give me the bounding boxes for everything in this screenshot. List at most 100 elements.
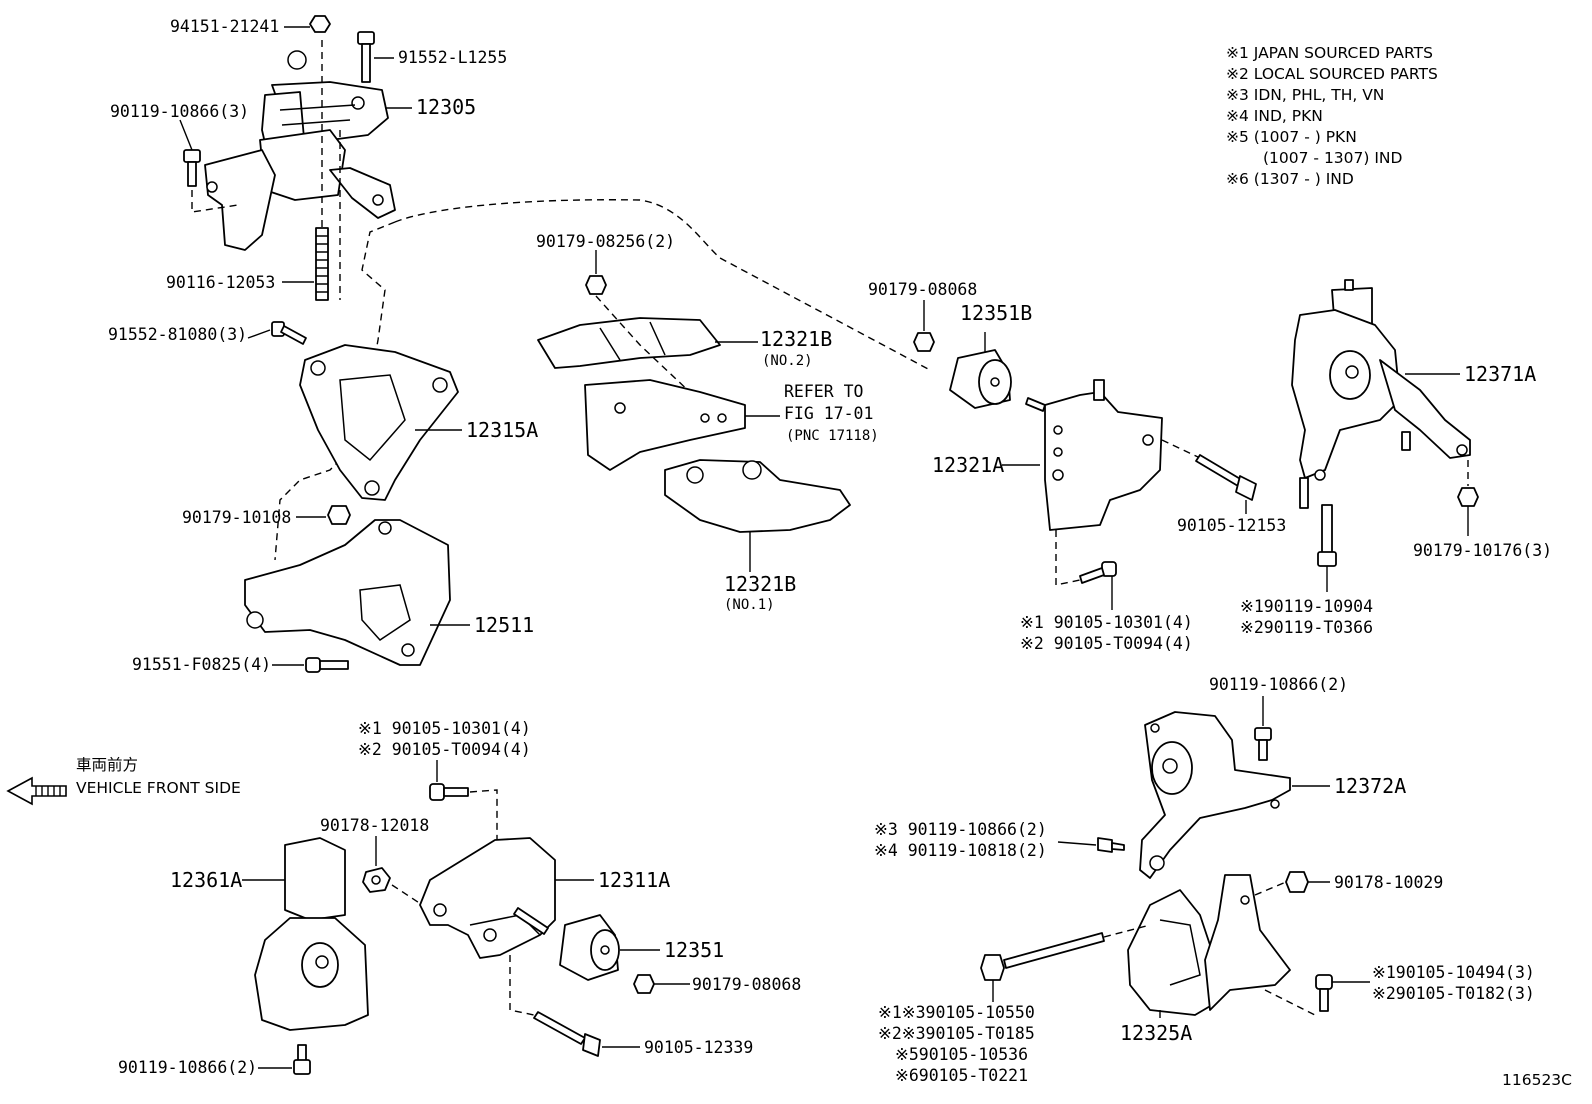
part-label: ※1 90105-10301(4) [358,719,531,738]
part-number: 12305 [416,95,476,119]
legend-line-5: ※5 (1007 - ) PKN [1226,128,1357,146]
route-dashed-line [394,199,931,371]
part-label: 90179-10108 [182,508,291,527]
bolt-90119-10818-icon [1097,837,1125,853]
dashed-guide [469,789,498,840]
nut-90179-08068-top-icon [913,332,935,352]
bracket-12311A [419,837,556,959]
part-label: ※4 90119-10818(2) [874,841,1047,860]
part-number: 12361A [170,868,242,892]
leader [247,329,271,339]
bolt-90105-10301-top-icon [1079,561,1117,584]
part-number: 12321B [724,572,796,596]
nut-90178-12018-icon [362,867,391,893]
bolt-90119-10866-icon [183,149,201,187]
bolt-90105-12339-icon [533,1011,601,1057]
dashed-guide [509,955,535,1016]
nut-90179-10176-icon [1457,487,1479,507]
refer-text-2: FIG 17-01 [784,404,873,423]
bolt-90119-10866-right-icon [1254,727,1272,761]
part-label: 90178-10029 [1334,873,1443,892]
part-sub-label: (NO.1) [724,597,775,613]
part-label: ※2 90105-T0094(4) [1020,634,1193,653]
vehicle-front-jp: 車両前方 [76,756,138,774]
bolt-91551-F0825-icon [305,657,349,673]
leader [179,119,193,151]
nut-90178-10029-icon [1285,871,1309,893]
part-label: ※3 90119-10866(2) [874,820,1047,839]
part-label: 90105-12339 [644,1038,753,1057]
legend-line-4: ※4 IND, PKN [1226,107,1323,125]
part-sub-label: (NO.2) [762,353,813,369]
part-label: 91551-F0825(4) [132,655,271,674]
part-label: 90179-08068 [692,975,801,994]
part-label: 94151-21241 [170,17,279,36]
dashed-guide [1055,530,1081,586]
part-label: 90116-12053 [166,273,275,292]
part-number: 12351B [960,301,1032,325]
part-label: ※190105-10494(3) [1372,963,1535,982]
bracket-12321A [1044,379,1163,531]
bolt-90105-10301-mid-icon [429,783,469,801]
part-label: 90105-12153 [1177,516,1286,535]
part-label: ※1 90105-10301(4) [1020,613,1193,632]
part-label: 90179-10176(3) [1413,541,1552,560]
bolt-90119-10904-icon [1317,504,1337,567]
engine-mount-12371A [1291,279,1471,509]
part-label: 90178-12018 [320,816,429,835]
legend-line-2: ※2 LOCAL SOURCED PARTS [1226,65,1438,83]
part-number: 12351 [664,938,724,962]
bracket-12315A [299,344,459,501]
part-label: 90119-10866(2) [1209,675,1348,694]
part-number: 12511 [474,613,534,637]
vehicle-front-arrow-icon [6,776,67,806]
part-label: 91552-81080(3) [108,325,247,344]
part-label: ※1※390105-10550 [878,1003,1035,1022]
heat-shield-12321B-no2 [537,317,721,369]
bracket-12325A [1127,874,1291,1016]
bushing-12351 [559,914,620,981]
part-label: 91552-L1255 [398,48,507,67]
part-label: ※190119-10904 [1240,597,1373,616]
part-label: ※590105-10536 [895,1045,1028,1064]
vehicle-front-en: VEHICLE FRONT SIDE [76,779,241,797]
heat-shield-12321B-no1 [664,459,851,533]
bracket-refer-17118 [584,379,746,471]
part-label: 90179-08068 [868,280,977,299]
engine-mount-12372A [1139,711,1291,879]
figure-id: 116523C [1502,1071,1572,1089]
part-label: 90179-08256(2) [536,232,675,251]
legend-line-3: ※3 IDN, PHL, TH, VN [1226,86,1384,104]
stud-12311A-icon [513,907,549,935]
nut-94151-21241-icon [309,15,331,33]
bolt-90119-10866-bot-icon [293,1044,311,1075]
bolt-91552-L1255-icon [357,31,375,83]
legend-line-6: (1007 - 1307) IND [1263,149,1403,167]
legend-line-7: ※6 (1307 - ) IND [1226,170,1354,188]
part-number: 12315A [466,418,538,442]
part-label: 90119-10866(3) [110,102,249,121]
bushing-12351B [949,349,1012,409]
part-label: 90119-10866(2) [118,1058,257,1077]
refer-text-1: REFER TO [784,382,863,401]
part-number: 12371A [1464,362,1536,386]
dashed-guide [1254,881,1287,896]
part-label: ※2 90105-T0094(4) [358,740,531,759]
stud-90116-12053-icon [315,227,329,301]
leader [1057,841,1097,846]
nut-90179-08068-bot-icon [633,974,655,994]
bolt-90105-10494-icon [1315,974,1333,1012]
refer-text-3: (PNC 17118) [786,428,879,444]
part-label: ※690105-T0221 [895,1066,1028,1085]
engine-mount-12361A [254,837,369,1031]
nut-90179-08256-icon [585,275,607,295]
part-number: 12325A [1120,1021,1192,1045]
legend-line-1: ※1 JAPAN SOURCED PARTS [1226,44,1433,62]
bolt-90105-12153-icon [1195,454,1257,501]
dashed-guide [191,40,341,300]
part-number: 12311A [598,868,670,892]
part-number: 12321B [760,327,832,351]
part-label: ※2※390105-T0185 [878,1024,1035,1043]
